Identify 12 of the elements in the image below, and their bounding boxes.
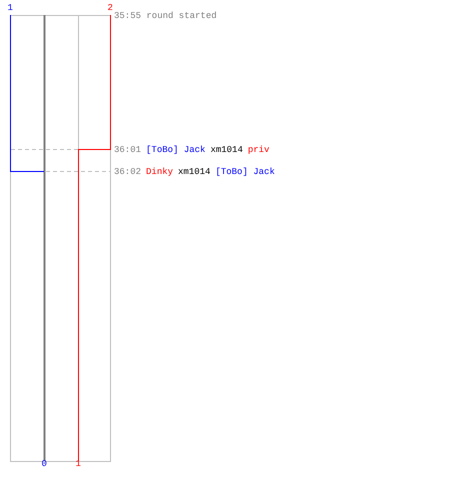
player-name: Dinky [146, 167, 174, 177]
weapon-name: xm1014 [178, 167, 210, 177]
log-entry: 35:55 round started [114, 11, 217, 21]
player-name: priv [248, 145, 270, 155]
timestamp: 36:02 [114, 167, 142, 177]
team-number: 2 [108, 3, 113, 13]
team-number: 0 [42, 459, 47, 469]
weapon-name: xm1014 [210, 145, 243, 155]
player-name: [ToBo] Jack [146, 145, 206, 155]
team-number: 1 [8, 3, 13, 13]
player-name: [ToBo] Jack [215, 167, 275, 177]
timestamp: 36:01 [114, 145, 142, 155]
